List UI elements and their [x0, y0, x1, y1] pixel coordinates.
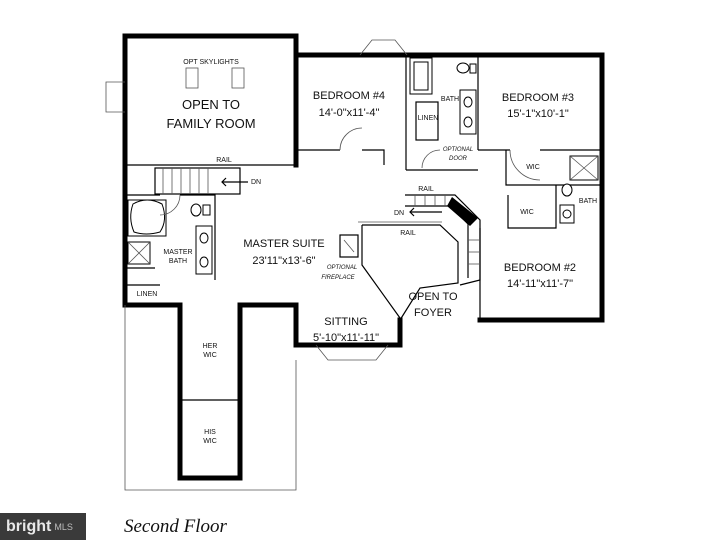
bedroom2-name: BEDROOM #2	[504, 262, 576, 274]
hall-bath-fixtures	[409, 57, 477, 141]
stair-upper	[154, 167, 248, 195]
bedroom3-name: BEDROOM #3	[502, 92, 574, 104]
master-bath-label-1: MASTER	[163, 249, 192, 256]
bedroom4-name: BEDROOM #4	[313, 90, 385, 102]
bump-out-left	[105, 81, 125, 113]
stair-curved	[405, 194, 481, 286]
bedroom-bath-fixtures	[559, 155, 599, 224]
bedroom2-size: 14'-11"x11'-7"	[507, 278, 573, 290]
master-suite-size: 23'11"x13'-6"	[252, 255, 315, 267]
hall-linen-label: LINEN	[418, 115, 439, 122]
bay-window-top	[359, 39, 408, 56]
her-wic-label-1: HER	[203, 343, 218, 350]
master-bath-label-2: BATH	[169, 258, 187, 265]
watermark-brand: bright	[6, 517, 52, 535]
dn-top-label: DN	[251, 179, 261, 186]
family-room-label-2: FAMILY ROOM	[166, 116, 255, 131]
family-room-label-1: OPEN TO	[182, 97, 240, 112]
rail-low-label: RAIL	[400, 230, 416, 237]
foyer-label-1: OPEN TO	[408, 291, 458, 303]
rail-top-label: RAIL	[216, 157, 232, 164]
roofline-outline	[124, 305, 297, 491]
rail-mid-label: RAIL	[418, 186, 434, 193]
watermark-suffix: MLS	[54, 521, 73, 532]
foyer-rail	[361, 224, 459, 321]
bedroom4-size: 14'-0"x11'-4"	[319, 107, 380, 119]
hall-bath-label: BATH	[441, 96, 459, 103]
floor-caption: Second Floor	[124, 516, 227, 537]
her-wic-label-2: WIC	[203, 352, 217, 359]
wic-upper-label: WIC	[526, 164, 540, 171]
bay-window-bottom	[315, 344, 389, 361]
his-wic-label-2: WIC	[203, 438, 217, 445]
bath-right-label: BATH	[579, 198, 597, 205]
optional-door-label-2: DOOR	[449, 156, 468, 162]
wic-lower-label: WIC	[520, 209, 534, 216]
brightmls-watermark: bright MLS	[0, 513, 86, 540]
fireplace-label-2: FIREPLACE	[321, 275, 355, 281]
skylights-label: OPT SKYLIGHTS	[183, 59, 239, 66]
master-suite-name: MASTER SUITE	[243, 238, 324, 250]
skylights	[185, 67, 245, 89]
fireplace-label-1: OPTIONAL	[327, 265, 357, 271]
foyer-label-2: FOYER	[414, 307, 452, 319]
bedroom3-size: 15'-1"x10'-1"	[507, 108, 569, 120]
master-linen-label: LINEN	[137, 291, 158, 298]
door-swings	[159, 127, 541, 216]
optional-door-label-1: OPTIONAL	[443, 147, 473, 153]
dn-mid-label: DN	[394, 210, 404, 217]
sitting-name: SITTING	[324, 316, 367, 328]
his-wic-label-1: HIS	[204, 429, 216, 436]
master-bath-fixtures	[127, 199, 213, 275]
fireplace	[339, 234, 359, 258]
interior-walls	[125, 55, 602, 401]
sitting-size: 5'-10"x11'-11"	[313, 332, 379, 344]
